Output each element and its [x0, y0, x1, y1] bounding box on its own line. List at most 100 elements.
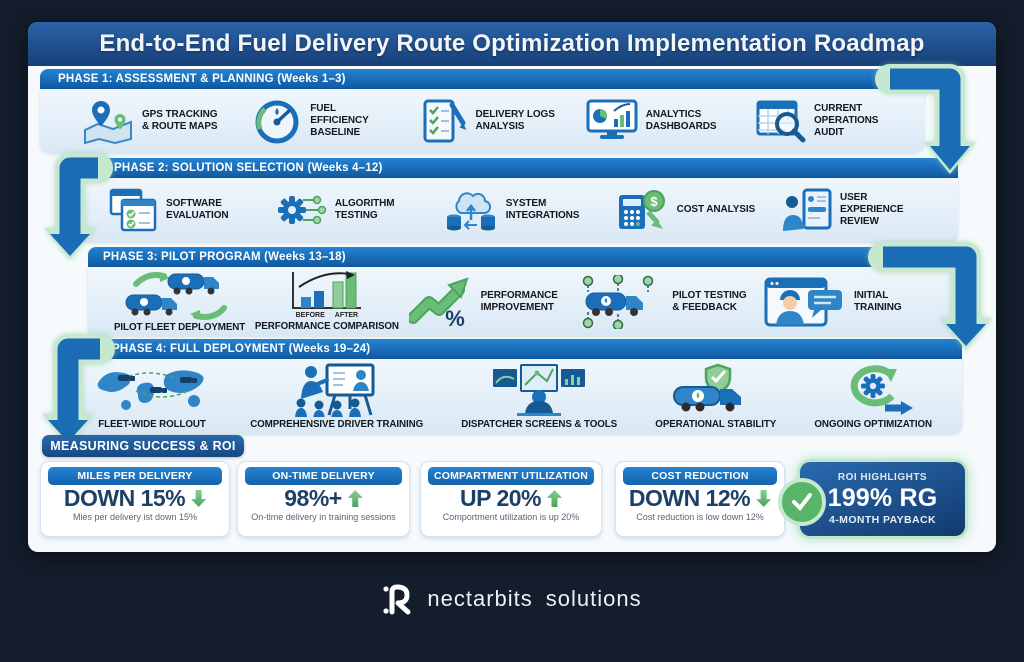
- metric-title: ON-TIME DELIVERY: [245, 467, 402, 485]
- clipboard-checklist-icon: [423, 99, 466, 143]
- metric-value-row: UP 20%: [460, 487, 562, 510]
- item-system-integrations: SYSTEM INTEGRATIONS: [444, 186, 588, 234]
- software-windows-icon: [109, 188, 157, 232]
- metric-value-row: DOWN 12%: [628, 485, 772, 511]
- cloud-database-icon: [446, 192, 495, 231]
- phase-3-band: PHASE 3: PILOT PROGRAM (Weeks 13–18): [88, 247, 962, 336]
- title-bar: End-to-End Fuel Delivery Route Optimizat…: [28, 22, 996, 66]
- item-user-experience: USER EXPERIENCE REVIEW: [782, 187, 922, 233]
- item-analytics-dashboards: ANALYTICS DASHBOARDS: [586, 99, 728, 143]
- item-label: FUEL EFFICIENCY BASELINE: [310, 103, 369, 138]
- phase-4-title: PHASE 4: FULL DEPLOYMENT (Weeks 19–24): [112, 343, 371, 355]
- item-label: DELIVERY LOGS ANALYSIS: [475, 109, 555, 132]
- metric-value: DOWN 12%: [628, 485, 751, 511]
- metric-value-row: 98%+: [284, 485, 363, 511]
- calculator-dollar-icon: $: [618, 190, 665, 229]
- phase-3-items: PILOT FLEET DEPLOYMENT BEFORE AFTER PERF…: [88, 267, 962, 336]
- metric-value: DOWN 15%: [63, 485, 186, 511]
- item-label: PERFORMANCE COMPARISON: [254, 321, 399, 333]
- footer: nectarbits solutions: [0, 580, 1024, 618]
- item-label: COMPREHENSIVE DRIVER TRAINING: [250, 418, 424, 430]
- metric-description: On-time delivery in training sessions: [251, 512, 396, 522]
- item-label: USER EXPERIENCE REVIEW: [839, 192, 904, 227]
- item-dispatcher-screens: DISPATCHER SCREENS & TOOLS: [461, 363, 617, 431]
- analytics-monitor-icon: [586, 99, 638, 139]
- item-label: ALGORITHM TESTING: [334, 198, 395, 221]
- item-performance-improvement: % PERFORMANCE IMPROVEMENT: [408, 276, 563, 328]
- metric-value-row: DOWN 15%: [63, 485, 207, 511]
- dollar-glyph: $: [650, 194, 658, 209]
- nectarbits-logo-icon: [383, 584, 411, 615]
- phase-1-band: PHASE 1: ASSESSMENT & PLANNING (Weeks 1–…: [40, 69, 924, 153]
- metric-title: COST REDUCTION: [623, 467, 777, 485]
- map-pins-icon: [84, 101, 132, 144]
- check-icon: [778, 478, 826, 526]
- phase-2-band: PHASE 2: SOLUTION SELECTION (Weeks 4–12)…: [74, 158, 958, 242]
- item-pilot-fleet: PILOT FLEET DEPLOYMENT: [114, 270, 245, 334]
- item-label: GPS TRACKING & ROUTE MAPS: [142, 109, 218, 132]
- comparison-axis-labels: BEFORE AFTER: [296, 312, 359, 319]
- up-arrow-icon: [546, 490, 562, 507]
- item-label: ONGOING OPTIMIZATION: [814, 418, 932, 430]
- metric-description: Mies per delivery ist down 15%: [72, 512, 198, 522]
- item-label: DISPATCHER SCREENS & TOOLS: [461, 418, 618, 430]
- roi-subtitle: 4-MONTH PAYBACK: [829, 514, 936, 526]
- item-operational-stability: OPERATIONAL STABILITY: [655, 363, 776, 431]
- item-cost-analysis: $ COST ANALYSIS: [615, 187, 755, 233]
- trainer-speech-icon: [764, 277, 842, 326]
- item-software-evaluation: SOFTWARE EVALUATION: [108, 187, 248, 233]
- user-tablet-icon: [782, 188, 832, 231]
- phase-1-items: GPS TRACKING & ROUTE MAPS FUEL EFFICIENC…: [40, 89, 924, 153]
- training-presentation-icon: [294, 363, 375, 417]
- percent-glyph: %: [445, 306, 465, 328]
- brand-suffix: solutions: [545, 586, 642, 611]
- spreadsheet-magnifier-icon: [756, 100, 806, 143]
- item-label: INITIAL TRAINING: [854, 289, 902, 313]
- item-delivery-logs: DELIVERY LOGS ANALYSIS: [421, 98, 558, 144]
- item-label: ANALYTICS DASHBOARDS: [645, 109, 717, 132]
- shield-tanker-icon: [672, 363, 741, 412]
- down-arrow-icon: [191, 490, 207, 507]
- item-fuel-efficiency: FUEL EFFICIENCY BASELINE: [252, 98, 392, 144]
- metric-value: 98%+: [284, 485, 342, 511]
- phase-4-header: PHASE 4: FULL DEPLOYMENT (Weeks 19–24): [62, 339, 962, 359]
- metric-title: COMPARTMENT UTILIZATION: [428, 467, 594, 485]
- bar-chart-compare-icon: [291, 271, 361, 310]
- metric-card-on-time-delivery: ON-TIME DELIVERY 98%+ On-time delivery i…: [237, 461, 410, 537]
- phase-4-items: FLEET-WIDE ROLLOUT: [62, 359, 962, 434]
- after-label: AFTER: [334, 312, 359, 320]
- item-gps-tracking: GPS TRACKING & ROUTE MAPS: [82, 98, 224, 144]
- cycle-gear-icon: [850, 365, 914, 415]
- up-arrow-icon: [347, 490, 363, 507]
- item-label: PILOT TESTING & FEEDBACK: [672, 289, 747, 313]
- item-label: SYSTEM INTEGRATIONS: [505, 198, 580, 221]
- item-ongoing-optimization: ONGOING OPTIMIZATION: [814, 363, 932, 431]
- item-label: PERFORMANCE IMPROVEMENT: [480, 289, 558, 313]
- item-initial-training: INITIAL TRAINING: [764, 277, 936, 327]
- measuring-success-label: MEASURING SUCCESS & ROI: [42, 435, 244, 457]
- metric-description: Comportment utilization is up 20%: [442, 512, 580, 522]
- page-title: End-to-End Fuel Delivery Route Optimizat…: [99, 30, 925, 57]
- item-label: CURRENT OPERATIONS AUDIT: [814, 103, 879, 138]
- item-algorithm-testing: ALGORITHM TESTING: [275, 187, 417, 233]
- roadmap-infographic: End-to-End Fuel Delivery Route Optimizat…: [28, 22, 996, 552]
- phase-3-header: PHASE 3: PILOT PROGRAM (Weeks 13–18): [88, 247, 962, 267]
- item-operations-audit: CURRENT OPERATIONS AUDIT: [756, 98, 896, 144]
- roi-highlights-card: ROI HIGHLIGHTS 199% RG 4-MONTH PAYBACK: [778, 462, 965, 536]
- world-map-icon: [97, 370, 204, 410]
- before-label: BEFORE: [295, 312, 325, 320]
- item-performance-comparison: BEFORE AFTER PERFORMANCE COMPARISON: [255, 270, 399, 333]
- metric-description: Cost reduction is low down 12%: [636, 512, 764, 522]
- tanker-nodes-icon: [583, 274, 654, 329]
- measuring-success-text: MEASURING SUCCESS & ROI: [50, 439, 236, 453]
- roi-title: ROI HIGHLIGHTS: [837, 472, 928, 483]
- item-fleet-rollout: FLEET-WIDE ROLLOUT: [92, 363, 212, 431]
- item-label: FLEET-WIDE ROLLOUT: [98, 418, 206, 430]
- phase-4-band: PHASE 4: FULL DEPLOYMENT (Weeks 19–24) F…: [62, 339, 962, 434]
- phase-1-header: PHASE 1: ASSESSMENT & PLANNING (Weeks 1–…: [40, 69, 924, 89]
- down-arrow-icon: [756, 490, 772, 507]
- growth-arrow-icon: %: [408, 276, 469, 328]
- phase-1-title: PHASE 1: ASSESSMENT & PLANNING (Weeks 1–…: [58, 73, 346, 85]
- metric-title: MILES PER DELIVERY: [48, 467, 222, 485]
